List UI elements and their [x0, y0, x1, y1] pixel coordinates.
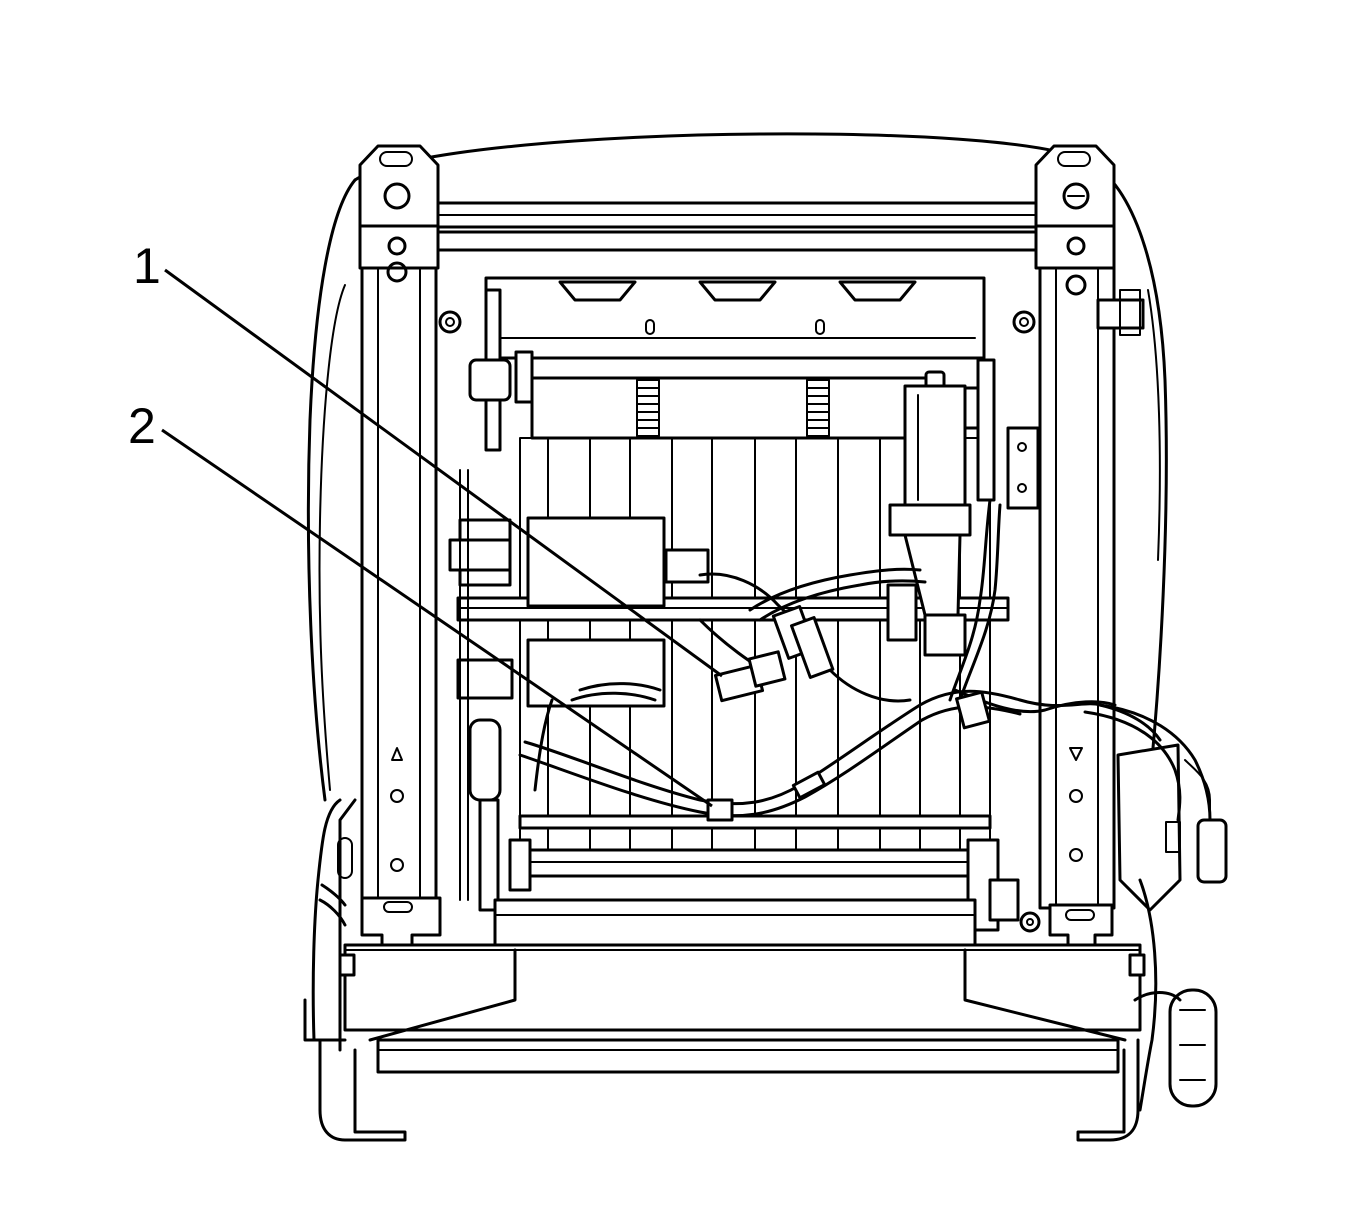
connector-1 [713, 650, 787, 703]
callout-2: 2 [128, 398, 713, 808]
harness-clip-2 [706, 798, 734, 822]
callout-1-leader [164, 268, 723, 678]
seat-adjuster-motor [886, 358, 1041, 933]
callout-1: 1 [133, 238, 723, 678]
callout-1-label: 1 [133, 238, 161, 294]
coil-spring [806, 379, 830, 437]
callout-2-label: 2 [128, 398, 156, 454]
suspension-slats [519, 437, 991, 869]
seat-base [303, 988, 1218, 1142]
coil-spring [636, 379, 660, 437]
callout-2-leader [161, 428, 713, 808]
front-crossmember [436, 201, 1038, 360]
left-seat-rail [311, 144, 442, 1052]
wiring-harness [518, 498, 1212, 822]
right-seat-rail [1034, 144, 1228, 1112]
spring-suspension [519, 376, 991, 869]
rear-crossmember [338, 898, 1146, 1074]
